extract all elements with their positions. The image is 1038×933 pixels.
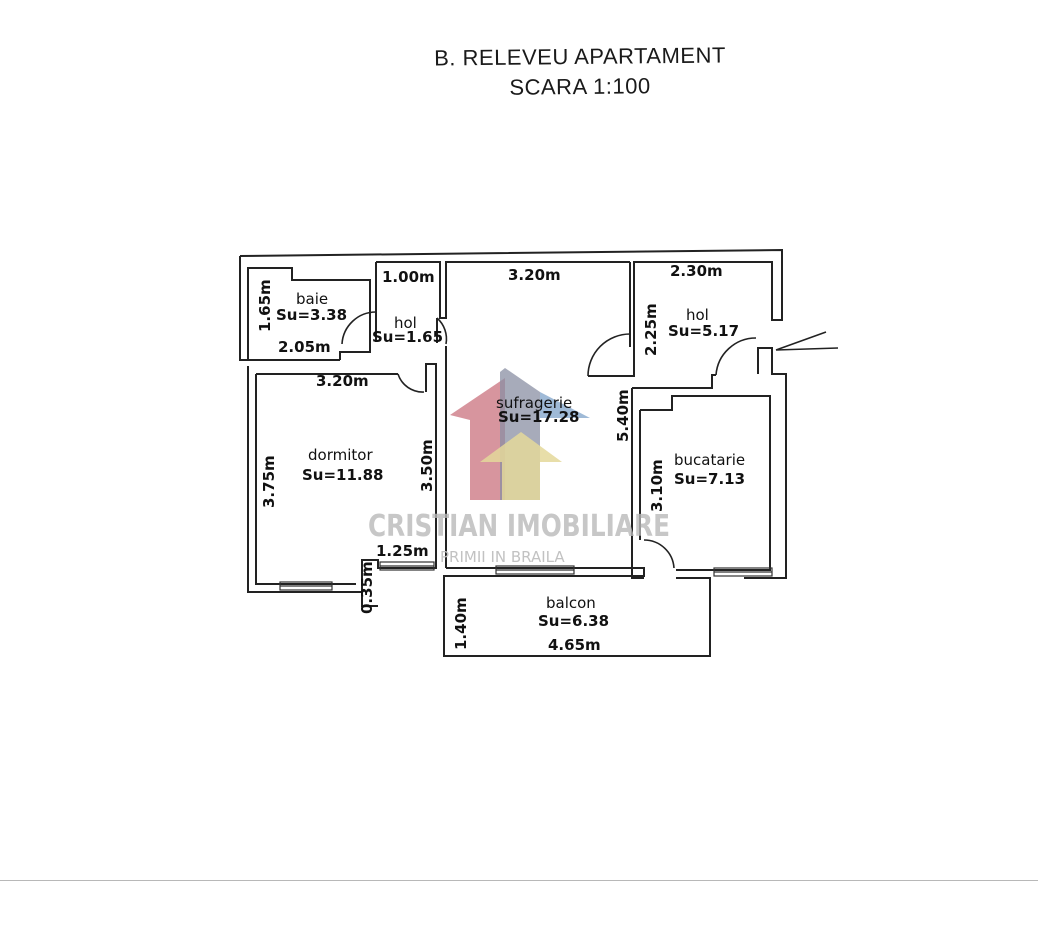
dim-baie-height: 1.65m — [256, 279, 274, 332]
baie-name: baie — [296, 290, 328, 308]
entrance-arrow — [775, 331, 839, 351]
watermark-tagline: PRIMII IN BRAILA — [440, 548, 565, 566]
dim-balcon-depth: 1.40m — [452, 597, 470, 650]
windows — [279, 561, 773, 591]
hol-large-area: Su=5.17 — [668, 322, 739, 340]
dim-sufragerie-height: 5.40m — [614, 389, 632, 442]
watermark-logo — [450, 368, 590, 500]
balcon-name: balcon — [546, 594, 596, 612]
dim-sufragerie-width: 3.20m — [508, 266, 561, 284]
dim-dormitor-height-right: 3.50m — [418, 439, 436, 492]
dim-baie-width: 2.05m — [278, 338, 331, 356]
baie-area: Su=3.38 — [276, 306, 347, 324]
dim-bucatarie-height: 3.10m — [648, 459, 666, 512]
dim-niche-width: 1.25m — [376, 542, 429, 560]
dim-balcon-width: 4.65m — [548, 636, 601, 654]
apartment-walls — [239, 248, 787, 657]
balcon-area: Su=6.38 — [538, 612, 609, 630]
dim-niche-depth: 0.35m — [358, 561, 376, 614]
dim-hol-large-width: 2.30m — [670, 262, 723, 280]
dormitor-name: dormitor — [308, 446, 373, 464]
dim-dormitor-height-left: 3.75m — [260, 455, 278, 508]
bucatarie-name: bucatarie — [674, 451, 745, 469]
dim-hol-large-height: 2.25m — [642, 303, 660, 356]
dim-hol-small-width: 1.00m — [382, 268, 435, 286]
watermark-name: CRISTIAN IMOBILIARE — [368, 509, 670, 544]
sufragerie-area: Su=17.28 — [498, 408, 580, 426]
hol-small-area: Su=1.65 — [372, 328, 443, 346]
page-divider — [0, 880, 1038, 881]
sufragerie-name: sufragerie — [496, 394, 572, 412]
hol-large-name: hol — [686, 306, 709, 324]
doors — [341, 311, 757, 569]
dormitor-area: Su=11.88 — [302, 466, 384, 484]
hol-small-name: hol — [394, 314, 417, 332]
bucatarie-area: Su=7.13 — [674, 470, 745, 488]
dim-dormitor-width: 3.20m — [316, 372, 369, 390]
